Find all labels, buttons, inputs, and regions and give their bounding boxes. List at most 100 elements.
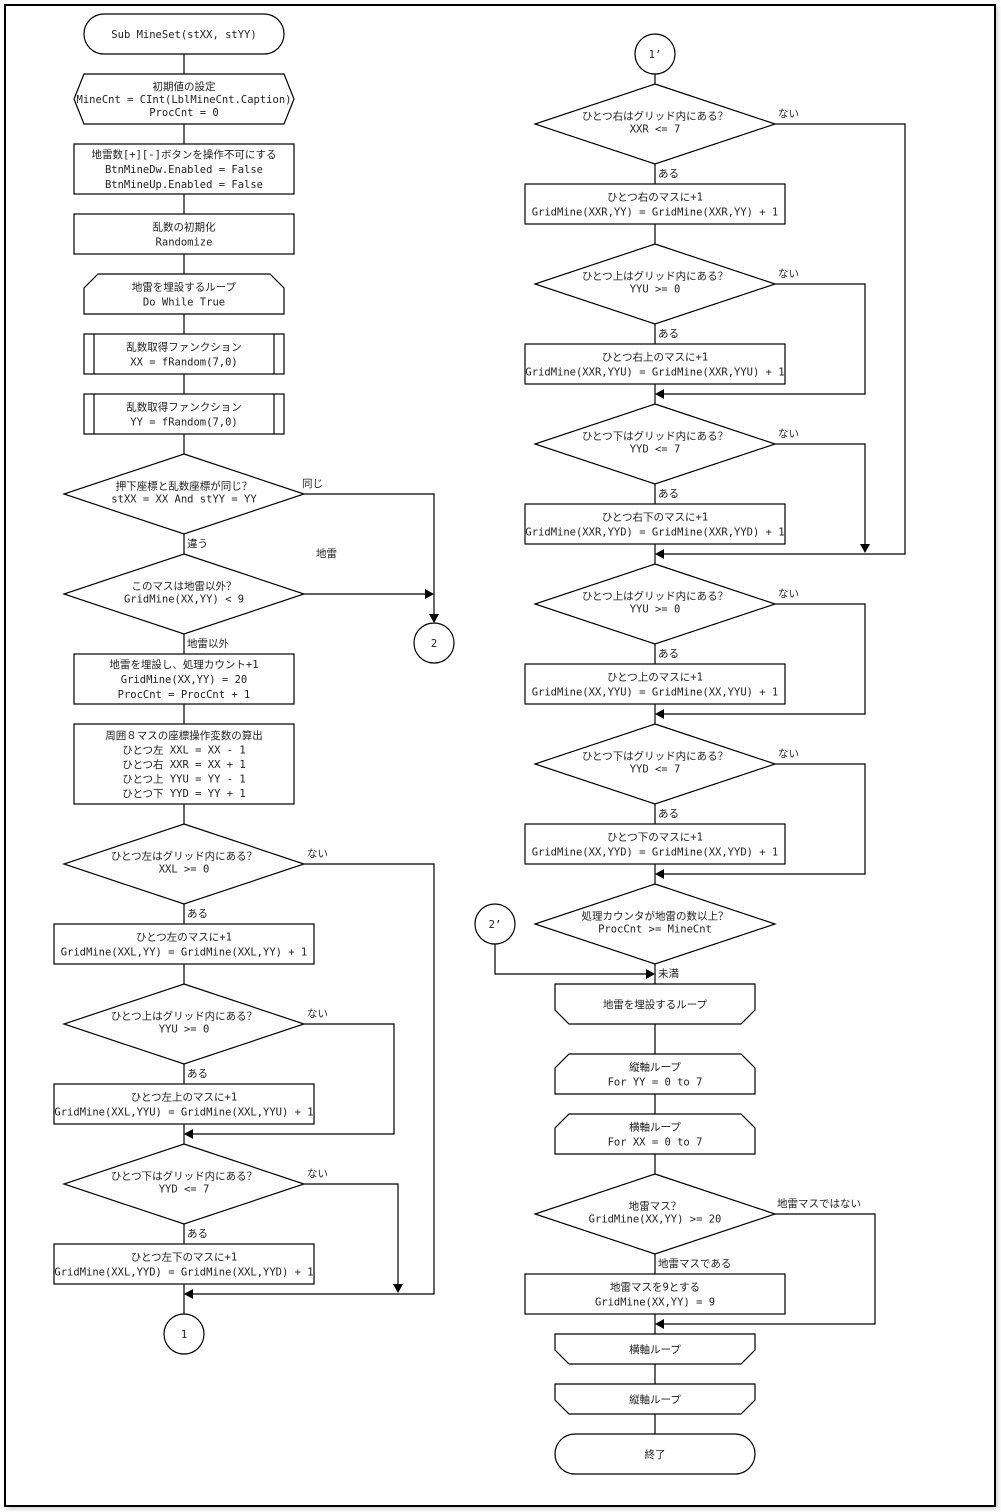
y-loop-start-line: For YY = 0 to 7 [608,1077,703,1089]
branch-not-mine-cell-line [663,1213,876,1325]
connector-1 [163,1313,205,1355]
process-down-cell-line: GridMine(XX,YYD) = GridMine(XX,YYD) + 1 [532,847,779,859]
arrow-left-down-skip [393,1284,403,1293]
process-right-cell [524,183,786,225]
x-loop-start-line: 横軸ループ [629,1121,681,1134]
decision-is-mine-cell [533,1173,777,1255]
label-less-than: 未満 [658,968,679,980]
process-left-up-cell [53,1083,315,1125]
y-loop-end [554,1383,756,1415]
mine-loop-start [83,273,285,315]
decision-up-in-grid-line: ひとつ上はグリッド内にある？ [582,590,728,603]
label-yes-right: ある [658,168,679,180]
label-not-mine: 地雷以外 [187,637,229,650]
process-down-cell-line: ひとつ下のマスに+1 [607,832,703,844]
label-mine: 地雷 [316,547,337,560]
randomize-process-line: Randomize [156,237,213,249]
branch-same-line [304,493,435,615]
process-set-nine-line: GridMine(XX,YY) = 9 [595,1297,715,1309]
disable-buttons-process-line: BtnMineUp.Enabled = False [105,179,263,191]
process-left-cell-line: GridMine(XXL,YY) = GridMine(XXL,YY) + 1 [61,947,308,959]
decision-down-in-grid-right [533,403,777,485]
decision-down-in-grid-left-line: YYD <= 7 [159,1184,210,1196]
label-yes-left-down: ある [187,1228,208,1240]
branch-no-left-line [192,863,435,1295]
calc-neighbors-process-line: ひとつ下 YYD = YY + 1 [122,788,245,800]
connector-1-prime [634,33,676,75]
randomize-process [73,213,295,255]
decision-up-in-grid-line: YYU >= 0 [630,604,681,616]
label-no-right: ない [778,108,799,120]
process-left-cell-line: ひとつ左のマスに+1 [136,931,232,944]
decision-not-mine [62,553,306,635]
connector-1-prime-line: 1’ [649,49,662,61]
process-left-up-cell-line: GridMine(XXL,YYU) = GridMine(XXL,YYU) + … [54,1107,313,1119]
connector-1-line: 1 [181,1329,187,1341]
process-right-down-cell-line: GridMine(XXR,YYD) = GridMine(XXR,YYD) + … [525,527,784,539]
x-loop-end [554,1333,756,1365]
decision-right-in-grid-line: ひとつ右はグリッド内にある？ [582,110,728,123]
label-yes-left: ある [187,908,208,920]
label-yes-right-down: ある [658,488,679,500]
disable-buttons-process-line: BtnMineDw.Enabled = False [105,164,263,176]
process-right-down-cell [524,503,786,545]
process-right-down-cell-line: ひとつ右下のマスに+1 [602,511,708,524]
decision-right-in-grid-line: XXR <= 7 [630,124,681,136]
random-yy-subroutine-line: 乱数取得ファンクション [126,401,242,414]
connector-2-line: 2 [431,638,437,650]
decision-up-in-grid-right-line: YYU >= 0 [630,284,681,296]
decision-up-in-grid-right-line: ひとつ上はグリッド内にある？ [582,270,728,283]
process-right-cell-line: ひとつ右のマスに+1 [607,191,703,204]
branch-no-right-down-line [775,443,866,545]
decision-not-mine-line: GridMine(XX,YY) < 9 [124,594,244,606]
end-terminal [554,1433,756,1475]
branch-no-up-line [663,603,866,715]
random-yy-subroutine-line: YY = fRandom(7,0) [130,417,237,429]
decision-left-in-grid [62,823,306,905]
disable-buttons-process-line: 地雷数[+][-]ボタンを操作不可にする [91,148,276,161]
connector-2-prime [474,903,516,945]
init-preparation-line: ProcCnt = 0 [149,107,219,119]
label-yes-left-up: ある [187,1068,208,1080]
randomize-process-line: 乱数の初期化 [153,221,216,234]
arrow-merge-left-up [184,1129,193,1139]
end-terminal-line: 終了 [645,1448,666,1461]
decision-up-in-grid [533,563,777,645]
decision-count-reached-line: 処理カウンタが地雷の数以上？ [582,910,729,923]
arrow-merge-mine-cell [655,1319,664,1329]
place-mine-process-line: ProcCnt = ProcCnt + 1 [118,689,251,701]
arrow-connector-2-prime [646,969,655,979]
decision-same-coords [62,453,306,535]
label-different: 違う [187,537,208,550]
decision-down-in-grid-line: YYD <= 7 [630,764,681,776]
connector-2-prime-line: 2’ [489,919,502,931]
mine-loop-start-line: 地雷を埋設するループ [132,281,237,294]
process-left-down-cell-line: ひとつ左下のマスに+1 [131,1251,237,1264]
decision-down-in-grid-left [62,1143,306,1225]
random-xx-subroutine-line: 乱数取得ファンクション [126,341,242,354]
label-no-right-down: ない [778,428,799,440]
branch-no-down-line [663,763,866,875]
place-mine-process-line: GridMine(XX,YY) = 20 [121,674,247,686]
arrow-merge-left [184,1289,193,1299]
process-left-down-cell [53,1243,315,1285]
x-loop-start [554,1113,756,1155]
place-mine-process-line: 地雷を埋設し、処理カウント+1 [109,658,258,671]
decision-count-reached [533,883,777,965]
process-left-down-cell-line: GridMine(XXL,YYD) = GridMine(XXL,YYD) + … [54,1267,313,1279]
decision-count-reached-line: ProcCnt >= MineCnt [598,924,712,936]
x-loop-start-line: For XX = 0 to 7 [608,1137,703,1149]
label-same: 同じ [302,478,323,490]
decision-up-in-grid-left [62,983,306,1065]
calc-neighbors-process-line: 周囲８マスの座標操作変数の算出 [105,729,263,742]
process-right-up-cell-line: GridMine(XXR,YYU) = GridMine(XXR,YYU) + … [525,367,784,379]
init-preparation-line: MineCnt = CInt(LblMineCnt.Caption) [77,94,292,106]
label-yes-up: ある [658,648,679,660]
disable-buttons-process [73,143,295,195]
random-yy-subroutine [83,393,285,435]
init-preparation [73,73,295,125]
label-no-down: ない [778,748,799,760]
decision-down-in-grid-line: ひとつ下はグリッド内にある？ [582,750,728,763]
y-loop-end-line: 縦軸ループ [629,1393,681,1406]
